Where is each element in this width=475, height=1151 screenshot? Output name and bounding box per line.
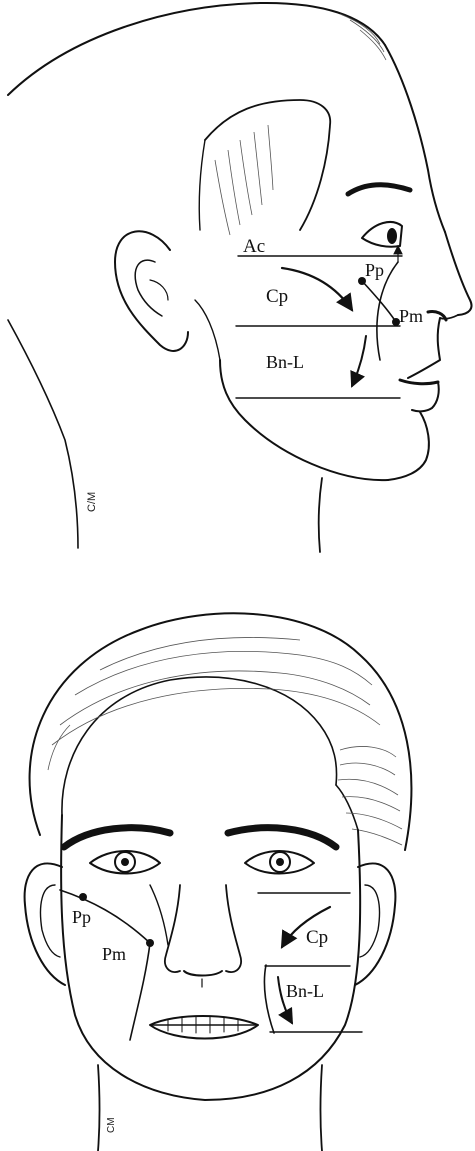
- label-pp: Pp: [365, 260, 384, 280]
- label-ac: Ac: [243, 236, 265, 257]
- label-bnl: Bn-L: [266, 352, 304, 372]
- eye-right-pupil: [276, 858, 284, 866]
- jaw-outline: [220, 360, 388, 480]
- label-bnl: Bn-L: [286, 981, 324, 1001]
- neck-left: [98, 1065, 100, 1151]
- profile-face-illustration: Ac Pp Pm Cp Bn-L C/M: [0, 0, 475, 560]
- forehead-outline: [385, 45, 445, 232]
- nose-outline: [445, 232, 472, 315]
- frontal-face-drawing: Pp Pm Cp Bn-L CM: [0, 585, 475, 1151]
- head-back-contour: [8, 320, 78, 548]
- eye-left-pupil: [121, 858, 129, 866]
- lips-outline: [408, 318, 440, 378]
- ear-left: [25, 863, 65, 985]
- nose-outline: [165, 885, 180, 972]
- label-cp: Cp: [306, 927, 328, 948]
- artist-signature: C/M: [86, 492, 98, 512]
- artist-signature: CM: [106, 1117, 117, 1133]
- mouth-outline: [150, 1016, 258, 1039]
- label-pp: Pp: [72, 907, 91, 927]
- head-back-outline: [8, 3, 385, 95]
- chin-outline: [388, 412, 429, 480]
- eye-pupil: [387, 228, 397, 244]
- label-cp: Cp: [266, 286, 288, 307]
- label-pm: Pm: [102, 944, 126, 964]
- eyebrow-left: [64, 828, 170, 847]
- cp-arrow: [282, 268, 352, 310]
- profile-face-drawing: Ac Pp Pm Cp Bn-L C/M: [0, 0, 475, 560]
- frontal-face-illustration: Pp Pm Cp Bn-L CM: [0, 585, 475, 1151]
- neck-right: [321, 1065, 323, 1151]
- point-pp: [79, 893, 87, 901]
- bnl-arrow: [352, 336, 366, 386]
- eyebrow: [348, 185, 410, 194]
- ear-right: [355, 863, 395, 985]
- ear-outline: [115, 231, 188, 351]
- temple-hairline: [205, 100, 330, 230]
- neck-front: [319, 478, 322, 552]
- label-pm: Pm: [399, 306, 423, 326]
- eyebrow-right: [228, 828, 336, 847]
